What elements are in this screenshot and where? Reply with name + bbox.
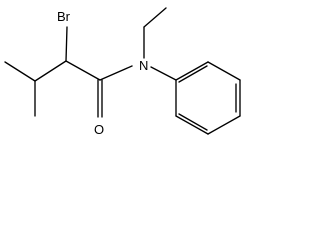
nitrogen-atom-label: N xyxy=(139,58,148,73)
phenyl-bond-4 xyxy=(207,115,241,135)
phenyl-bond-5 xyxy=(175,115,209,135)
phenyl-ring xyxy=(150,61,241,135)
isopropyl-alpha-bond xyxy=(34,60,67,82)
oxygen-atom-label: O xyxy=(94,122,104,137)
molecule-diagram: Br N O xyxy=(4,7,241,137)
chemical-structure-canvas: Br N O xyxy=(0,0,249,147)
carbon-bromine-bond xyxy=(65,26,68,62)
ethyl-group xyxy=(143,7,167,59)
nitrogen-phenyl-bond xyxy=(150,66,177,81)
alpha-carbon-bonds xyxy=(65,26,101,81)
alpha-carbonyl-bond xyxy=(65,60,101,81)
bromine-atom-label: Br xyxy=(57,9,71,24)
phenyl-bond-2 xyxy=(207,61,241,81)
carbonyl-group xyxy=(97,65,133,118)
phenyl-bond-1 xyxy=(175,61,209,81)
carbonyl-nitrogen-bond xyxy=(99,65,133,81)
isopropyl-group xyxy=(4,60,67,117)
phenyl-inner-bond-3 xyxy=(178,113,208,131)
methyl-bond-upper xyxy=(4,61,36,82)
ethyl-carbon-bond xyxy=(143,7,167,28)
phenyl-inner-bond-1 xyxy=(178,65,208,83)
